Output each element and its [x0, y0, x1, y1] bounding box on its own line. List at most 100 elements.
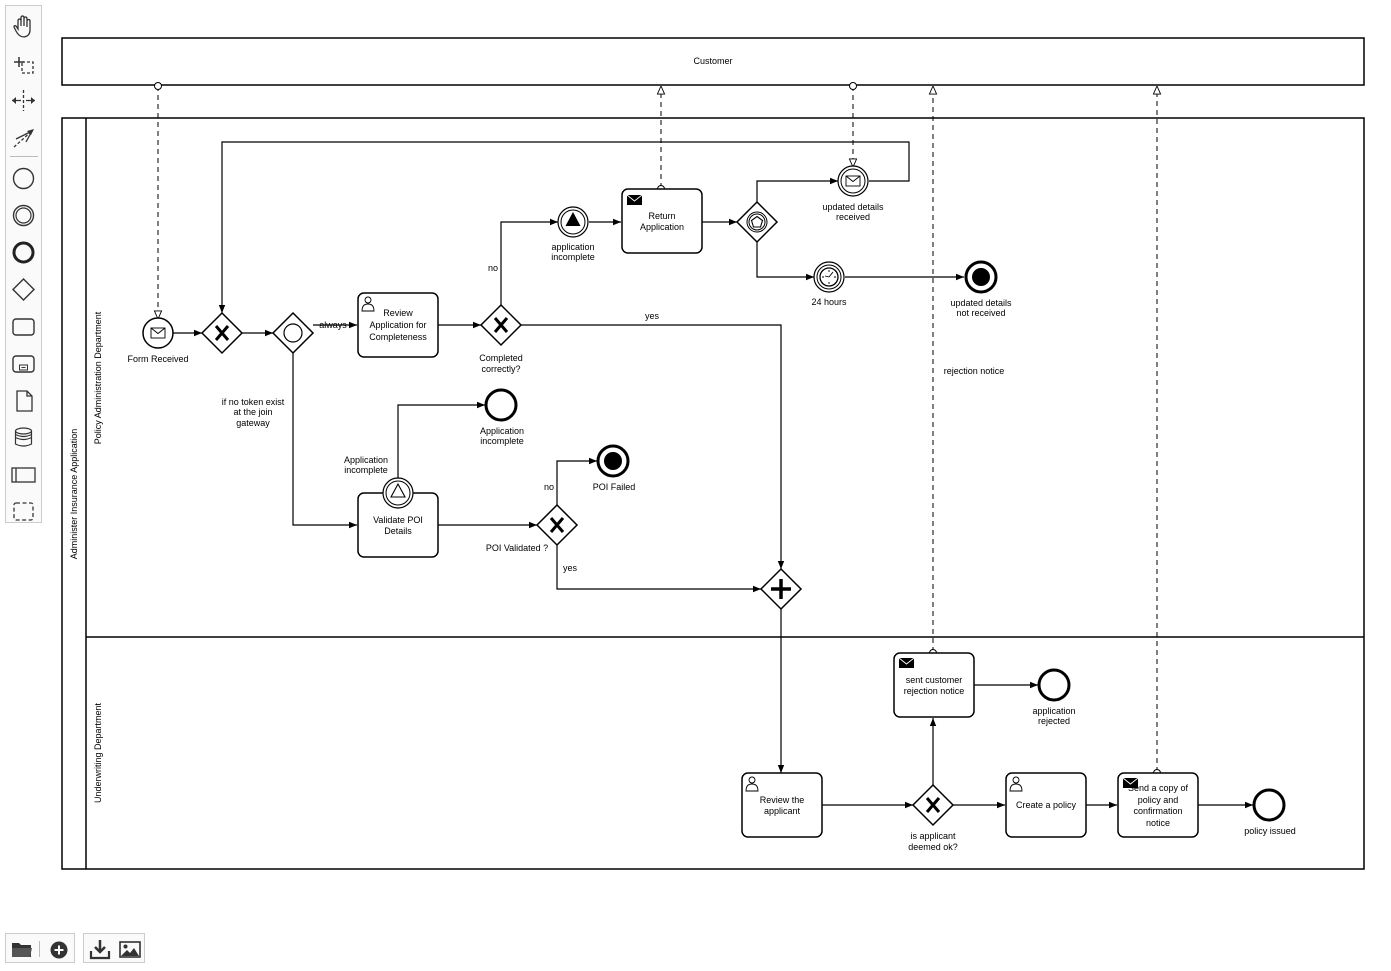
end-event-application-incomplete[interactable]: Application incomplete	[480, 388, 524, 446]
task-create-policy[interactable]: Create a policy	[1005, 772, 1087, 838]
create-data-object-button[interactable]	[8, 385, 39, 416]
task-send-copy[interactable]: Send a copy of policy and confirmation n…	[1117, 772, 1199, 838]
not-received-label-2: not received	[956, 308, 1005, 318]
review-completeness-line-1: Review	[383, 308, 413, 318]
new-diagram-button[interactable]	[46, 936, 72, 962]
underwriting-lane[interactable]: Underwriting Department	[93, 702, 103, 803]
hand-icon	[13, 15, 31, 38]
subprocess-icon	[12, 355, 35, 373]
dashed-rect-icon	[13, 502, 34, 521]
flow-label-yes: yes	[645, 311, 660, 321]
send-envelope-icon	[898, 657, 915, 668]
parallel-gateway[interactable]	[759, 567, 803, 611]
create-policy-label: Create a policy	[1016, 800, 1077, 810]
updated-details-label-1: updated details	[822, 202, 884, 212]
start-event-form-received[interactable]: Form Received	[127, 317, 189, 364]
create-subprocess-button[interactable]	[8, 348, 39, 379]
create-pool-button[interactable]	[8, 459, 39, 490]
lasso-tool-button[interactable]	[8, 48, 39, 79]
complex-join-gateway[interactable]: if no token exist at the join gateway	[222, 311, 315, 428]
policy-lane[interactable]: Policy Administration Department	[86, 311, 1364, 638]
customer-pool[interactable]: Customer	[61, 37, 1365, 86]
signal-icon	[390, 482, 406, 498]
pool-icon	[11, 467, 36, 483]
create-start-event-button[interactable]	[8, 163, 39, 194]
create-gateway-button[interactable]	[8, 274, 39, 305]
application-incomplete-signal-label-1: application	[551, 242, 594, 252]
policy-issued-label: policy issued	[1244, 826, 1296, 836]
download-image-button[interactable]	[117, 936, 143, 962]
x-icon	[925, 797, 941, 813]
diamond-icon	[12, 278, 35, 301]
envelope-icon	[150, 327, 166, 339]
task-sent-rejection[interactable]: sent customer rejection notice	[893, 652, 975, 718]
completed-label-1: Completed	[479, 353, 523, 363]
applicant-ok-label-2: deemed ok?	[908, 842, 958, 852]
send-copy-line-2: policy and	[1138, 795, 1179, 805]
boundary-signal-on-validate[interactable]: Application incomplete	[344, 455, 414, 509]
completed-label-2: correctly?	[481, 364, 520, 374]
not-received-label-1: updated details	[950, 298, 1012, 308]
create-group-button[interactable]	[8, 496, 39, 527]
bold-circle-icon	[12, 241, 35, 264]
validate-poi-line-2: Details	[384, 526, 412, 536]
join-note-line-3: gateway	[236, 418, 270, 428]
underwriting-lane-label: Underwriting Department	[93, 702, 103, 803]
message-catch-event-updated-details[interactable]: updated details received	[822, 165, 884, 222]
lasso-icon	[14, 57, 34, 74]
application-rejected-label-1: application	[1032, 706, 1075, 716]
review-applicant-line-1: Review the	[760, 795, 805, 805]
space-tool-button[interactable]	[8, 85, 39, 116]
send-copy-line-4: notice	[1146, 818, 1170, 828]
poi-validated-label: POI Validated ?	[486, 543, 548, 553]
application-incomplete-end-label-1: Application	[480, 426, 524, 436]
review-applicant-line-2: applicant	[764, 806, 801, 816]
create-intermediate-event-button[interactable]	[8, 200, 39, 231]
create-end-event-button[interactable]	[8, 237, 39, 268]
end-event-updated-details-not-received[interactable]: updated details not received	[950, 260, 1012, 318]
flow-label-poi-yes: yes	[563, 563, 578, 573]
exclusive-gateway-applicant-ok[interactable]: is applicant deemed ok?	[908, 783, 958, 852]
space-icon	[12, 90, 35, 111]
download-icon	[89, 940, 111, 960]
application-rejected-label-2: rejected	[1038, 716, 1070, 726]
hand-tool-button[interactable]	[8, 11, 39, 42]
rounded-rect-icon	[12, 318, 35, 336]
flow-label-always: always	[319, 320, 347, 330]
circle-icon	[12, 167, 35, 190]
updated-details-label-2: received	[836, 212, 870, 222]
form-received-label: Form Received	[127, 354, 188, 364]
send-copy-line-1: Send a copy of	[1128, 783, 1189, 793]
open-diagram-button[interactable]	[9, 936, 35, 962]
file-group	[5, 933, 75, 963]
global-connect-tool-button[interactable]	[8, 122, 39, 153]
main-pool[interactable]: Administer Insurance Application	[61, 117, 1365, 870]
exclusive-gateway-poi[interactable]: POI Validated ?	[486, 503, 579, 553]
poi-failed-label: POI Failed	[593, 482, 636, 492]
end-event-application-rejected[interactable]: application rejected	[1032, 668, 1076, 726]
send-copy-line-3: confirmation	[1133, 806, 1182, 816]
exclusive-gateway-completed[interactable]: Completed correctly?	[479, 303, 523, 374]
clock-icon	[819, 267, 839, 287]
boundary-signal-event-application-incomplete[interactable]: application incomplete	[551, 206, 595, 262]
boundary-signal-label-2: incomplete	[344, 465, 388, 475]
exclusive-gateway-merge[interactable]	[200, 311, 244, 355]
tool-palette	[5, 5, 42, 523]
message-flows	[158, 86, 1157, 772]
task-review-applicant[interactable]: Review the applicant	[741, 772, 823, 838]
sequence-flows	[173, 141, 1253, 809]
create-data-store-button[interactable]	[8, 422, 39, 453]
application-incomplete-end-label-2: incomplete	[480, 436, 524, 446]
bpmn-canvas[interactable]: Customer Administer Insurance Applicatio…	[0, 0, 1391, 930]
folder-icon	[12, 943, 32, 957]
end-event-policy-issued[interactable]: policy issued	[1244, 788, 1296, 836]
task-return-application[interactable]: Return Application	[621, 188, 703, 254]
timer-event-24-hours[interactable]: 24 hours	[811, 261, 847, 307]
applicant-ok-label-1: is applicant	[910, 831, 956, 841]
create-task-button[interactable]	[8, 311, 39, 342]
end-event-poi-failed[interactable]: POI Failed	[593, 444, 636, 492]
event-based-gateway[interactable]	[735, 200, 779, 244]
download-bpmn-button[interactable]	[87, 936, 113, 962]
flow-label-no: no	[488, 263, 498, 273]
task-review-completeness[interactable]: Review Application for Completeness	[357, 292, 439, 358]
